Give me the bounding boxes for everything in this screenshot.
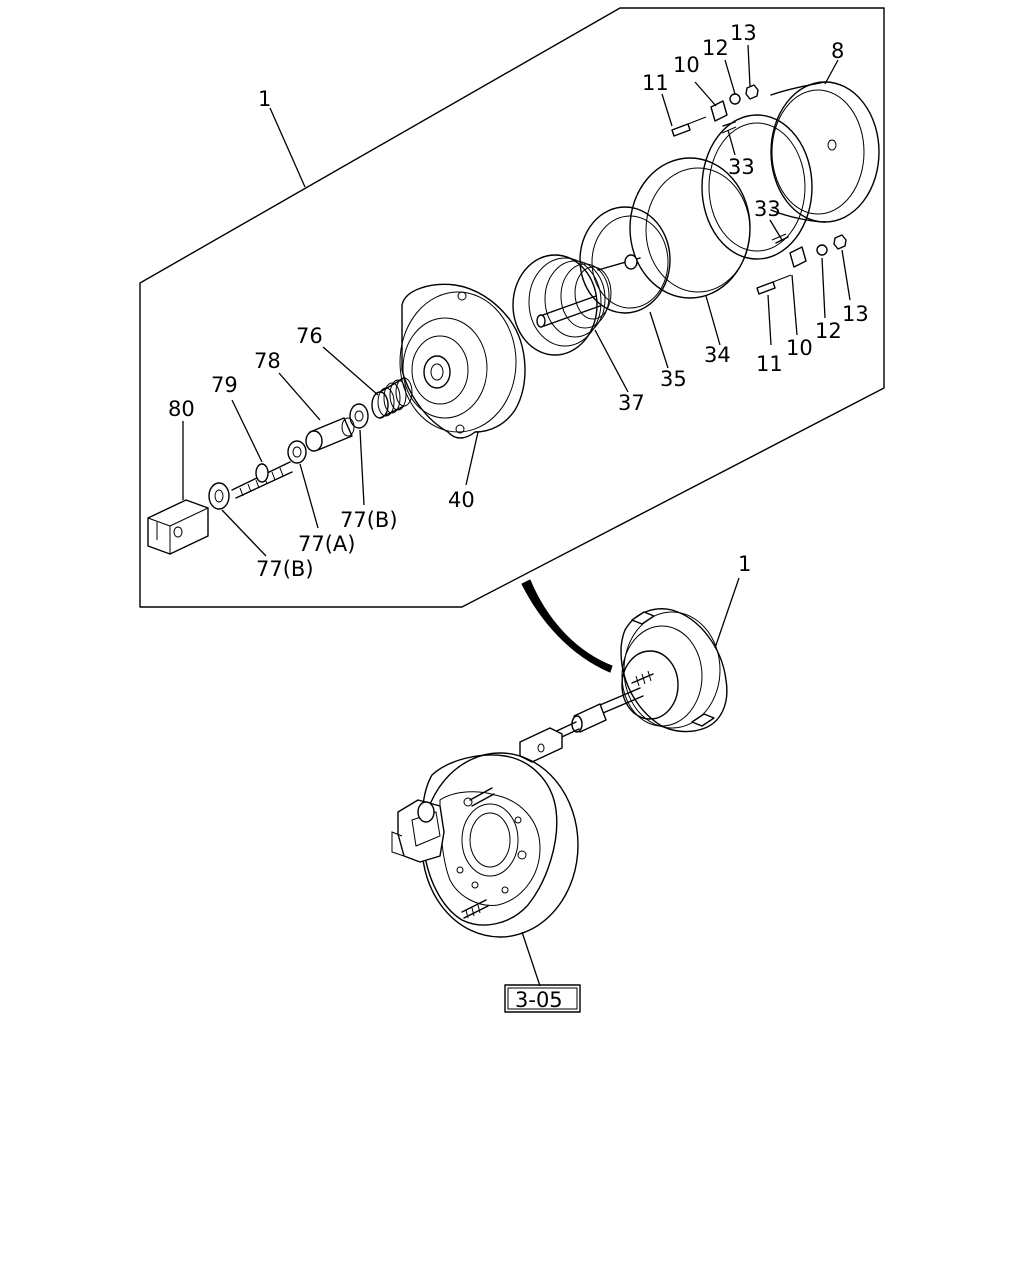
callout-37: 37 xyxy=(618,391,645,415)
part-79-threaded-rod xyxy=(231,461,293,499)
part-37-bellows xyxy=(512,254,612,356)
part-34-diaphragm xyxy=(629,157,751,299)
part-40-chamber-housing xyxy=(399,283,526,439)
callout-1-top: 1 xyxy=(258,87,271,111)
callout-77b-upper: 77(B) xyxy=(340,508,398,532)
callout-34: 34 xyxy=(704,343,731,367)
leader-lines xyxy=(182,44,851,987)
fasteners-bottom xyxy=(756,234,847,295)
callout-1-bottom: 1 xyxy=(738,552,751,576)
callout-11-bottom: 11 xyxy=(756,352,783,376)
part-77a-nut xyxy=(287,440,307,464)
callout-78: 78 xyxy=(254,349,281,373)
part-35-pressure-plate xyxy=(579,206,671,314)
assembly-arrow xyxy=(521,579,613,673)
clamp-ring xyxy=(701,100,813,268)
exploded-view-frame xyxy=(139,7,885,608)
callout-35: 35 xyxy=(660,367,687,391)
callout-10-bottom: 10 xyxy=(786,336,813,360)
part-76-spring xyxy=(371,377,413,419)
callout-8: 8 xyxy=(831,39,844,63)
part-77b-washer-lower xyxy=(208,482,230,510)
callout-12-bottom: 12 xyxy=(815,319,842,343)
callout-79: 79 xyxy=(211,373,238,397)
callout-12-top: 12 xyxy=(702,36,729,60)
reference-box[interactable]: 3-05 xyxy=(504,984,581,1013)
callout-13-bottom: 13 xyxy=(842,302,869,326)
callout-10-top: 10 xyxy=(673,53,700,77)
callout-76: 76 xyxy=(296,324,323,348)
callout-77b-lower: 77(B) xyxy=(256,557,314,581)
callout-11-top: 11 xyxy=(642,71,669,95)
callout-13-top: 13 xyxy=(730,21,757,45)
reference-box-label: 3-05 xyxy=(515,988,563,1012)
callout-40: 40 xyxy=(448,488,475,512)
part-78-coupling xyxy=(305,417,355,452)
fasteners-top xyxy=(671,84,759,137)
callout-80: 80 xyxy=(168,397,195,421)
part-77b-washer-upper xyxy=(349,403,369,429)
assembled-pushrod xyxy=(519,687,644,763)
part-8-end-cover xyxy=(770,81,880,223)
callout-77a: 77(A) xyxy=(298,532,355,556)
callout-33-bottom: 33 xyxy=(754,197,781,221)
callout-33-top: 33 xyxy=(728,155,755,179)
brake-backing-plate xyxy=(391,752,579,938)
assembled-brake-chamber xyxy=(620,608,728,733)
part-33-clip-top xyxy=(722,121,736,127)
part-80-clevis xyxy=(147,499,209,555)
